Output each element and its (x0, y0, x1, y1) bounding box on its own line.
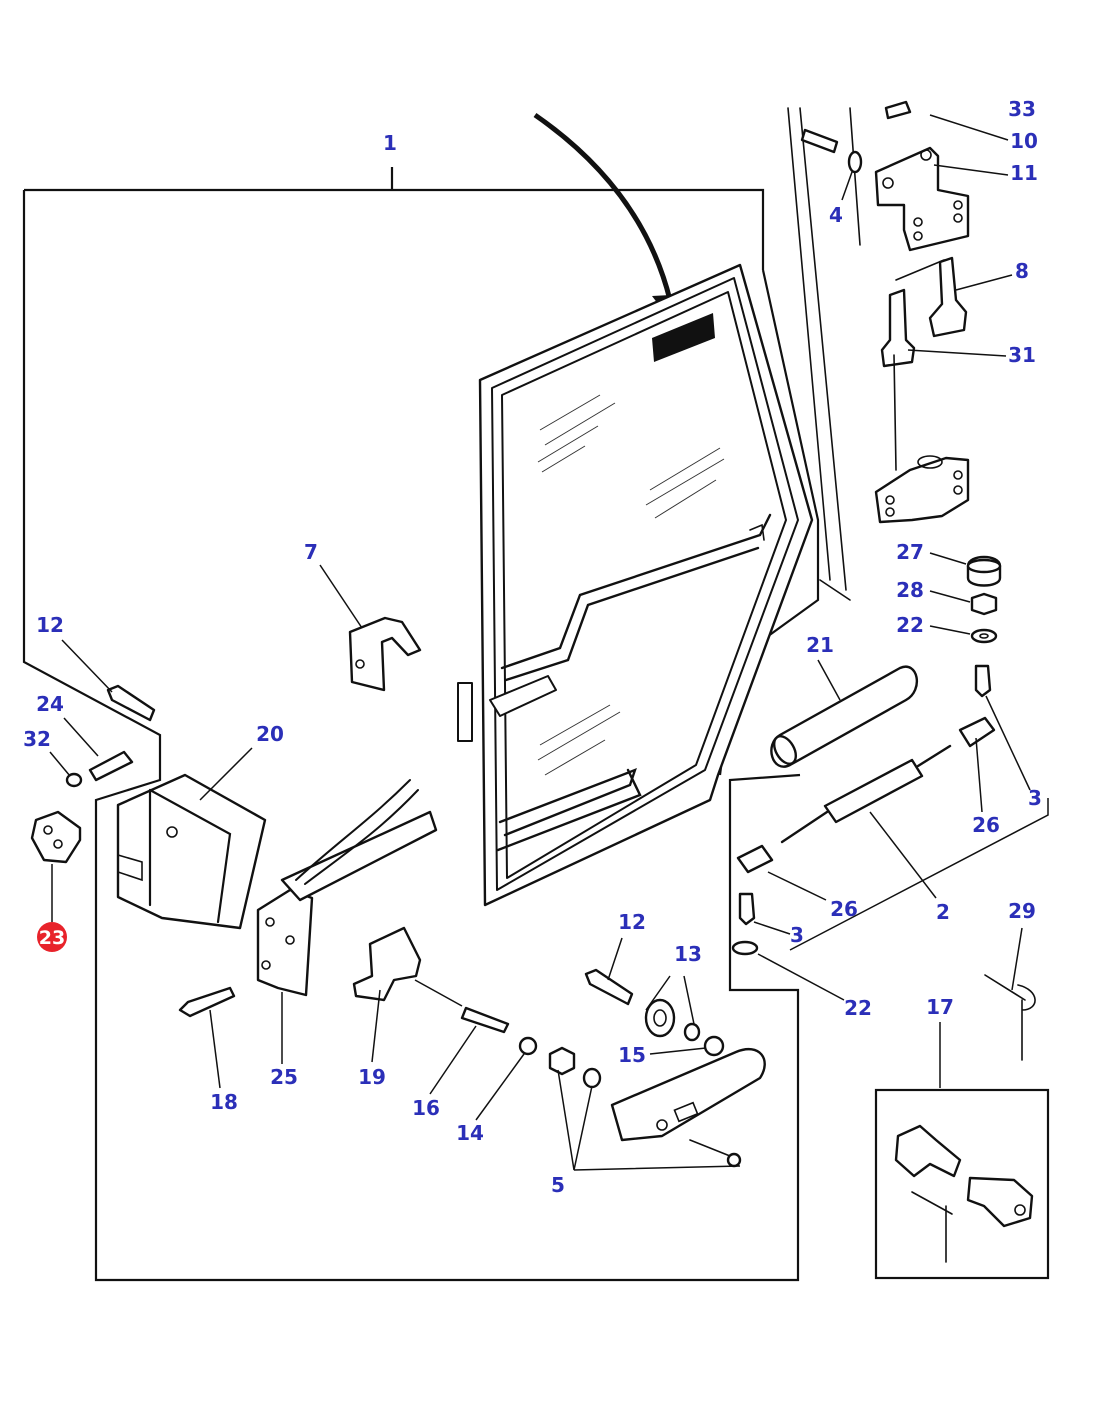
lock-cylinder-a (894, 1124, 962, 1178)
callout-18: 18 (210, 1090, 238, 1114)
callout-17: 17 (926, 995, 954, 1019)
washer-15 (703, 1035, 725, 1057)
callout-33: 33 (1008, 97, 1036, 121)
ball-stud-top (974, 664, 992, 698)
callout-25: 25 (270, 1065, 298, 1089)
upper-hinge (874, 100, 970, 252)
washer-upper (847, 150, 863, 174)
washer-22-top (970, 628, 998, 644)
callout-11: 11 (1010, 161, 1038, 185)
callout-10: 10 (1010, 129, 1038, 153)
exterior-handle-5 (610, 1047, 766, 1168)
pointer-arrow (533, 112, 673, 301)
assembly-frame (22, 167, 820, 1282)
callout-23-highlighted[interactable]: 23 (37, 922, 67, 952)
callout-14: 14 (456, 1121, 484, 1145)
door-panel (457, 263, 814, 907)
door-label-plate (652, 313, 715, 362)
leader-lines (49, 114, 1031, 1171)
callout-4: 4 (829, 203, 843, 227)
lower-hinge (874, 455, 970, 524)
callout-15: 15 (618, 1043, 646, 1067)
callout-23: 23 (39, 927, 65, 949)
bracket-23 (30, 810, 82, 864)
callout-22-top: 22 (896, 613, 924, 637)
callout-24: 24 (36, 692, 64, 716)
callout-3-right: 3 (1028, 786, 1042, 810)
socket-26-top (958, 716, 996, 748)
bolt-upper (800, 128, 839, 154)
cover-20 (116, 773, 267, 930)
callout-12-right: 12 (618, 910, 646, 934)
bolt-12-left (106, 684, 156, 722)
bushing-13 (644, 998, 676, 1038)
callout-5: 5 (551, 1173, 565, 1197)
nut-28 (970, 592, 998, 616)
callout-26-right: 26 (972, 813, 1000, 837)
screw-18 (178, 986, 236, 1018)
ball-stud-bottom (738, 892, 756, 926)
highlight-badge (37, 922, 67, 952)
callout-7: 7 (304, 540, 318, 564)
callout-31: 31 (1008, 343, 1036, 367)
washer-32 (65, 772, 83, 788)
callout-labels: 1 33 10 11 4 8 31 7 27 28 22 21 12 24 32… (23, 97, 1042, 1197)
latch-25 (256, 779, 438, 997)
striker-19 (352, 926, 422, 1002)
callout-12-left: 12 (36, 613, 64, 637)
callout-22-bottom: 22 (844, 996, 872, 1020)
callout-13: 13 (674, 942, 702, 966)
callout-28: 28 (896, 578, 924, 602)
callout-26-left: 26 (830, 897, 858, 921)
callout-27: 27 (896, 540, 924, 564)
socket-26-bottom (736, 844, 774, 874)
washer-22-bottom (731, 940, 759, 956)
lock-key (911, 1191, 953, 1263)
callout-1: 1 (383, 131, 397, 155)
callout-19: 19 (358, 1065, 386, 1089)
callout-8: 8 (1015, 259, 1029, 283)
callout-2: 2 (936, 900, 950, 924)
lock-cylinder-b (966, 1176, 1034, 1228)
callout-29: 29 (1008, 899, 1036, 923)
sleeve-21 (770, 665, 919, 768)
bolt-16 (460, 1006, 510, 1034)
callout-32: 32 (23, 727, 51, 751)
callout-20: 20 (256, 722, 284, 746)
washer-lower (582, 1067, 602, 1089)
key-29 (984, 974, 1036, 1061)
callout-3-left: 3 (790, 923, 804, 947)
nut-lower (548, 1046, 576, 1076)
callout-21: 21 (806, 633, 834, 657)
cab-pillar (787, 107, 861, 591)
bolt-24 (88, 750, 134, 782)
bracket-7 (348, 616, 422, 692)
hinge-pin (880, 256, 968, 368)
lock-inset-box (874, 1088, 1050, 1280)
washer-14 (518, 1036, 538, 1056)
bolt-12-right (584, 968, 634, 1006)
callout-16: 16 (412, 1096, 440, 1120)
gas-strut (780, 744, 952, 844)
key-5 (726, 1152, 742, 1168)
